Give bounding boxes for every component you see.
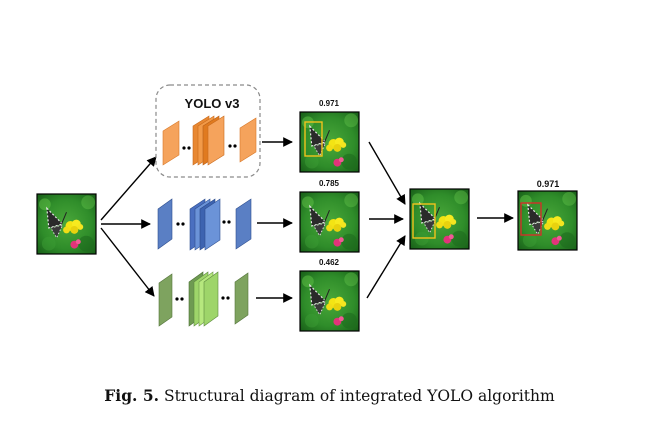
ellipsis-dot <box>175 297 179 301</box>
caption-label: Fig. 5. <box>104 386 160 405</box>
ellipsis-dot <box>227 220 231 224</box>
detection-box <box>304 121 323 157</box>
detection-image-blue <box>299 191 360 253</box>
orange-layer <box>239 117 257 163</box>
ellipsis-dot <box>226 296 230 300</box>
ellipsis-dot <box>221 296 225 300</box>
orange-network <box>162 115 257 166</box>
green-layer <box>234 272 249 325</box>
ellipsis-dot <box>176 222 180 226</box>
blue-layer <box>204 198 221 251</box>
green-layer <box>158 273 173 327</box>
final-image <box>517 190 578 251</box>
ellipsis-dot <box>222 220 226 224</box>
arrow-input-to-orange <box>100 156 157 221</box>
caption-text: Structural diagram of integrated YOLO al… <box>163 387 555 405</box>
orange-layer <box>207 115 225 166</box>
yolo-v3-label: YOLO v3 <box>185 96 240 111</box>
figure-caption: Fig. 5. Structural diagram of integrated… <box>0 386 659 405</box>
green-layer <box>203 271 219 327</box>
arrow-green-to-fusion <box>366 235 406 299</box>
ellipsis-dot <box>181 222 185 226</box>
orange-layer <box>162 120 180 166</box>
arrow-orange-to-fusion <box>368 141 406 205</box>
fused-box <box>412 203 436 239</box>
final-box <box>520 202 542 236</box>
detection-image-orange <box>299 111 360 173</box>
score-blue: 0.785 <box>319 179 340 188</box>
ellipsis-dot <box>187 146 191 150</box>
ellipsis-dot <box>182 146 186 150</box>
fused-image <box>409 188 470 250</box>
arrow-input-to-green <box>100 227 155 297</box>
score-green: 0.462 <box>319 258 340 267</box>
yolo-v3-group-box <box>155 84 261 178</box>
blue-layer <box>157 198 173 250</box>
green-network <box>158 271 249 327</box>
ellipsis-dot <box>180 297 184 301</box>
input-image <box>36 193 97 255</box>
detection-image-green <box>299 270 360 332</box>
ellipsis-dot <box>233 144 237 148</box>
blue-network <box>157 198 252 251</box>
ellipsis-dot <box>228 144 232 148</box>
score-final: 0.971 <box>537 179 560 189</box>
blue-layer <box>235 198 252 250</box>
score-orange: 0.971 <box>319 99 340 108</box>
